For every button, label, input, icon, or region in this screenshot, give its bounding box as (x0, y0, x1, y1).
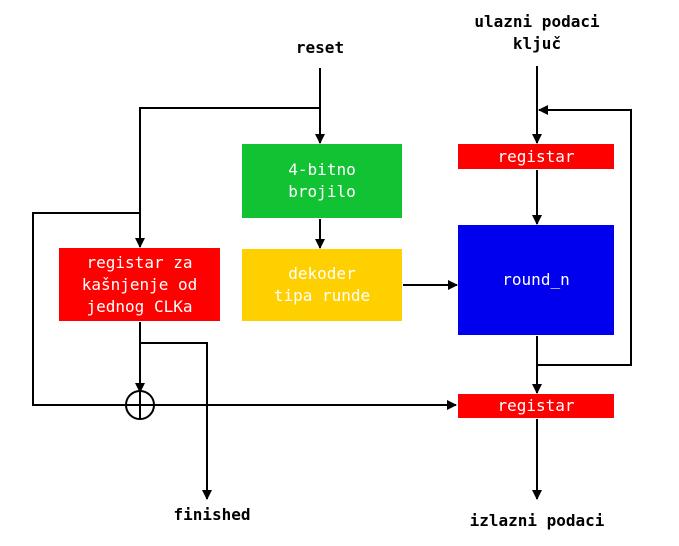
decoder-block: dekoder tipa runde (242, 249, 402, 321)
delay-register-block: registar za kašnjenje od jednog CLKa (59, 248, 220, 321)
reset-label: reset (295, 38, 345, 57)
finished-label: finished (173, 505, 251, 524)
round-feedback-arrow (536, 105, 632, 366)
reset-to-delay-arrow (135, 107, 320, 248)
loop-left-line (32, 212, 140, 406)
counter-block: 4-bitno brojilo (242, 144, 402, 218)
input-data-label: ulazni podaci ključ (474, 12, 600, 53)
output-register-block: registar (458, 394, 614, 418)
output-data-label: izlazni podaci (469, 511, 605, 530)
key-register-block: registar (458, 144, 614, 169)
delay-to-finished-arrow (140, 342, 212, 500)
round-block: round_n (458, 225, 614, 335)
